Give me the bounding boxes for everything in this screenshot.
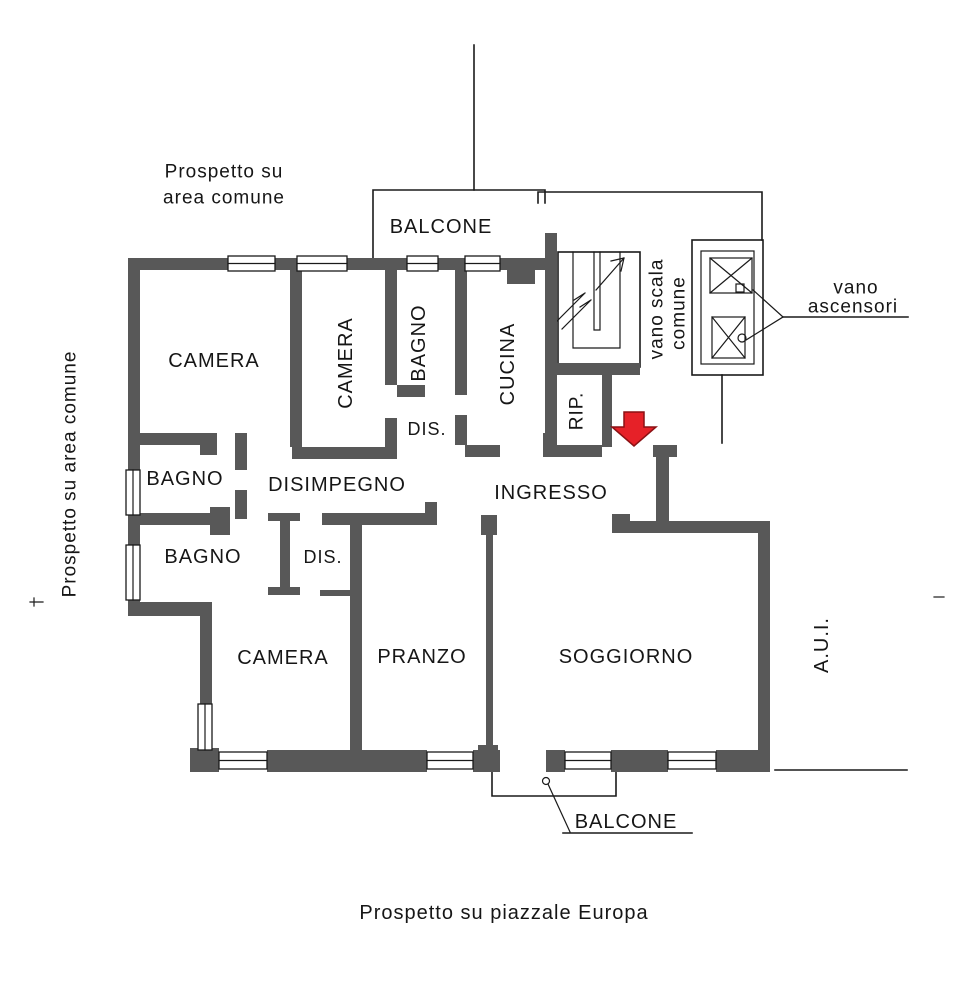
label-p-left: Prospetto su area comune	[60, 351, 81, 598]
label-dis-s: DIS.	[303, 547, 342, 567]
balcony-top-outline	[372, 189, 546, 259]
window	[227, 255, 276, 272]
windows	[125, 255, 717, 770]
elevator-inner	[700, 250, 755, 365]
walls	[128, 233, 770, 772]
label-bagno-sw: BAGNO	[164, 546, 241, 568]
balconies	[491, 771, 693, 834]
label-camera-n: CAMERA	[335, 317, 357, 409]
stair-center-rail	[593, 251, 601, 331]
label-disimpegno: DISIMPEGNO	[268, 474, 406, 496]
label-camera-nw: CAMERA	[168, 350, 260, 372]
label-bagno-n: BAGNO	[408, 304, 430, 381]
window	[125, 544, 141, 601]
elevator-outer	[691, 239, 764, 376]
window	[197, 703, 213, 751]
elevator-leader-lines	[745, 289, 784, 341]
window	[406, 255, 439, 272]
label-aui: A.U.I.	[811, 617, 833, 673]
window	[218, 751, 268, 770]
label-pranzo: PRANZO	[377, 646, 466, 668]
window	[426, 751, 474, 770]
stair-flight	[572, 251, 621, 349]
label-dis-n: DIS.	[407, 419, 446, 439]
leader-dot	[737, 333, 747, 343]
reference-lines	[29, 44, 945, 771]
stair-break-marks	[555, 292, 592, 330]
stair-enclosure	[557, 251, 641, 368]
label-vano-asc2: ascensori	[808, 297, 898, 318]
elevator-car-1	[709, 257, 753, 294]
label-camera-s: CAMERA	[237, 647, 329, 669]
window	[125, 469, 141, 516]
label-p-top2: area comune	[163, 188, 285, 209]
window	[296, 255, 348, 272]
common-area-outline	[537, 191, 763, 241]
label-vano-scala2: comune	[669, 276, 690, 350]
label-vano-scala1: vano scala	[647, 259, 668, 360]
label-vano-asc1: vano	[833, 278, 878, 299]
elevator-shaft	[691, 239, 909, 376]
label-cucina: CUCINA	[497, 323, 519, 406]
label-p-bottom: Prospetto su piazzale Europa	[359, 902, 648, 924]
label-soggiorno: SOGGIORNO	[559, 646, 694, 668]
label-rip: RIP.	[567, 392, 588, 431]
window	[667, 751, 717, 770]
elevator-door-mark	[735, 283, 745, 293]
label-p-top1: Prospetto su	[165, 162, 284, 183]
balcony-leader-line	[547, 783, 571, 833]
label-balcone-top: BALCONE	[390, 216, 493, 238]
stairwell	[555, 251, 641, 368]
left-margin-tick	[29, 597, 44, 607]
label-balcone-bottom: BALCONE	[575, 811, 678, 833]
window	[564, 751, 612, 770]
balcony-leader-dot	[541, 776, 551, 786]
window	[464, 255, 501, 272]
stair-direction-arrow	[595, 257, 625, 291]
entrance-arrow	[609, 411, 659, 447]
balcony-bottom-outline	[491, 771, 617, 797]
label-bagno-w: BAGNO	[146, 468, 223, 490]
label-ingresso: INGRESSO	[494, 482, 608, 504]
elevator-car-2	[711, 316, 747, 359]
